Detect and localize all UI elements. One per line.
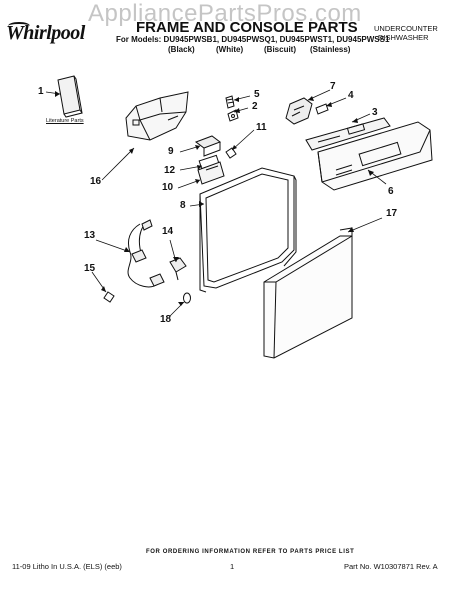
appliance-type-line1: UNDERCOUNTER: [374, 24, 438, 33]
callout-17: 17: [386, 208, 398, 219]
literature-parts-label: Literature Parts: [46, 118, 84, 124]
connector-part-7: [285, 97, 313, 125]
switch-assembly-part: [194, 135, 225, 185]
callout-8: 8: [180, 200, 186, 211]
callout-12: 12: [164, 165, 176, 176]
finish-stainless: (Stainless): [310, 45, 351, 54]
appliance-type-line2: DISHWASHER: [378, 33, 429, 42]
latch-part-11: [225, 147, 237, 159]
callout-13: 13: [84, 230, 96, 241]
callout-4: 4: [348, 90, 354, 101]
clip-part-2: [227, 109, 239, 122]
literature-booklet-part: [57, 75, 83, 118]
finish-white: (White): [216, 45, 244, 54]
models-line: For Models: DU945PWSB1, DU945PWSQ1, DU94…: [116, 35, 390, 44]
callout-7: 7: [330, 81, 336, 92]
clip-part-5: [225, 95, 235, 109]
finish-black: (Black): [168, 45, 195, 54]
console-housing-part: [125, 91, 189, 141]
page-title: FRAME AND CONSOLE PARTS: [136, 19, 358, 36]
callout-5: 5: [254, 89, 260, 100]
footer-page-number: 1: [230, 562, 235, 571]
callout-16: 16: [90, 176, 102, 187]
control-panel-part: [305, 117, 391, 151]
brand-swoosh-icon: [8, 22, 30, 30]
screw-part-4: [315, 103, 329, 115]
watermark: AppliancePartsPros.com: [88, 0, 362, 27]
footer-litho: 11-09 Litho In U.S.A. (ELS) (eeb): [12, 562, 122, 571]
console-panel-part: [317, 121, 433, 191]
callout-18: 18: [160, 314, 172, 325]
ordering-note: FOR ORDERING INFORMATION REFER TO PARTS …: [146, 549, 355, 555]
screw-part-18: [183, 292, 191, 304]
callout-1: 1: [38, 86, 44, 97]
wire-harness-part: [127, 219, 165, 288]
callout-14: 14: [162, 226, 174, 237]
finish-biscuit: (Biscuit): [264, 45, 296, 54]
callout-arrowheads: [55, 91, 374, 306]
door-switch-part: [169, 257, 187, 281]
callout-9: 9: [168, 146, 174, 157]
callout-11: 11: [256, 122, 267, 133]
callout-6: 6: [388, 186, 394, 197]
footer-part-number: Part No. W10307871 Rev. A: [344, 562, 438, 571]
screw-part-15: [103, 291, 115, 303]
callout-10: 10: [162, 182, 174, 193]
callout-3: 3: [372, 107, 378, 118]
door-frame-part: [199, 167, 297, 293]
callout-15: 15: [84, 263, 96, 274]
outer-door-panel-part: [263, 227, 353, 359]
brand-logo: Whirlpool: [6, 22, 85, 44]
callout-2: 2: [252, 101, 258, 112]
